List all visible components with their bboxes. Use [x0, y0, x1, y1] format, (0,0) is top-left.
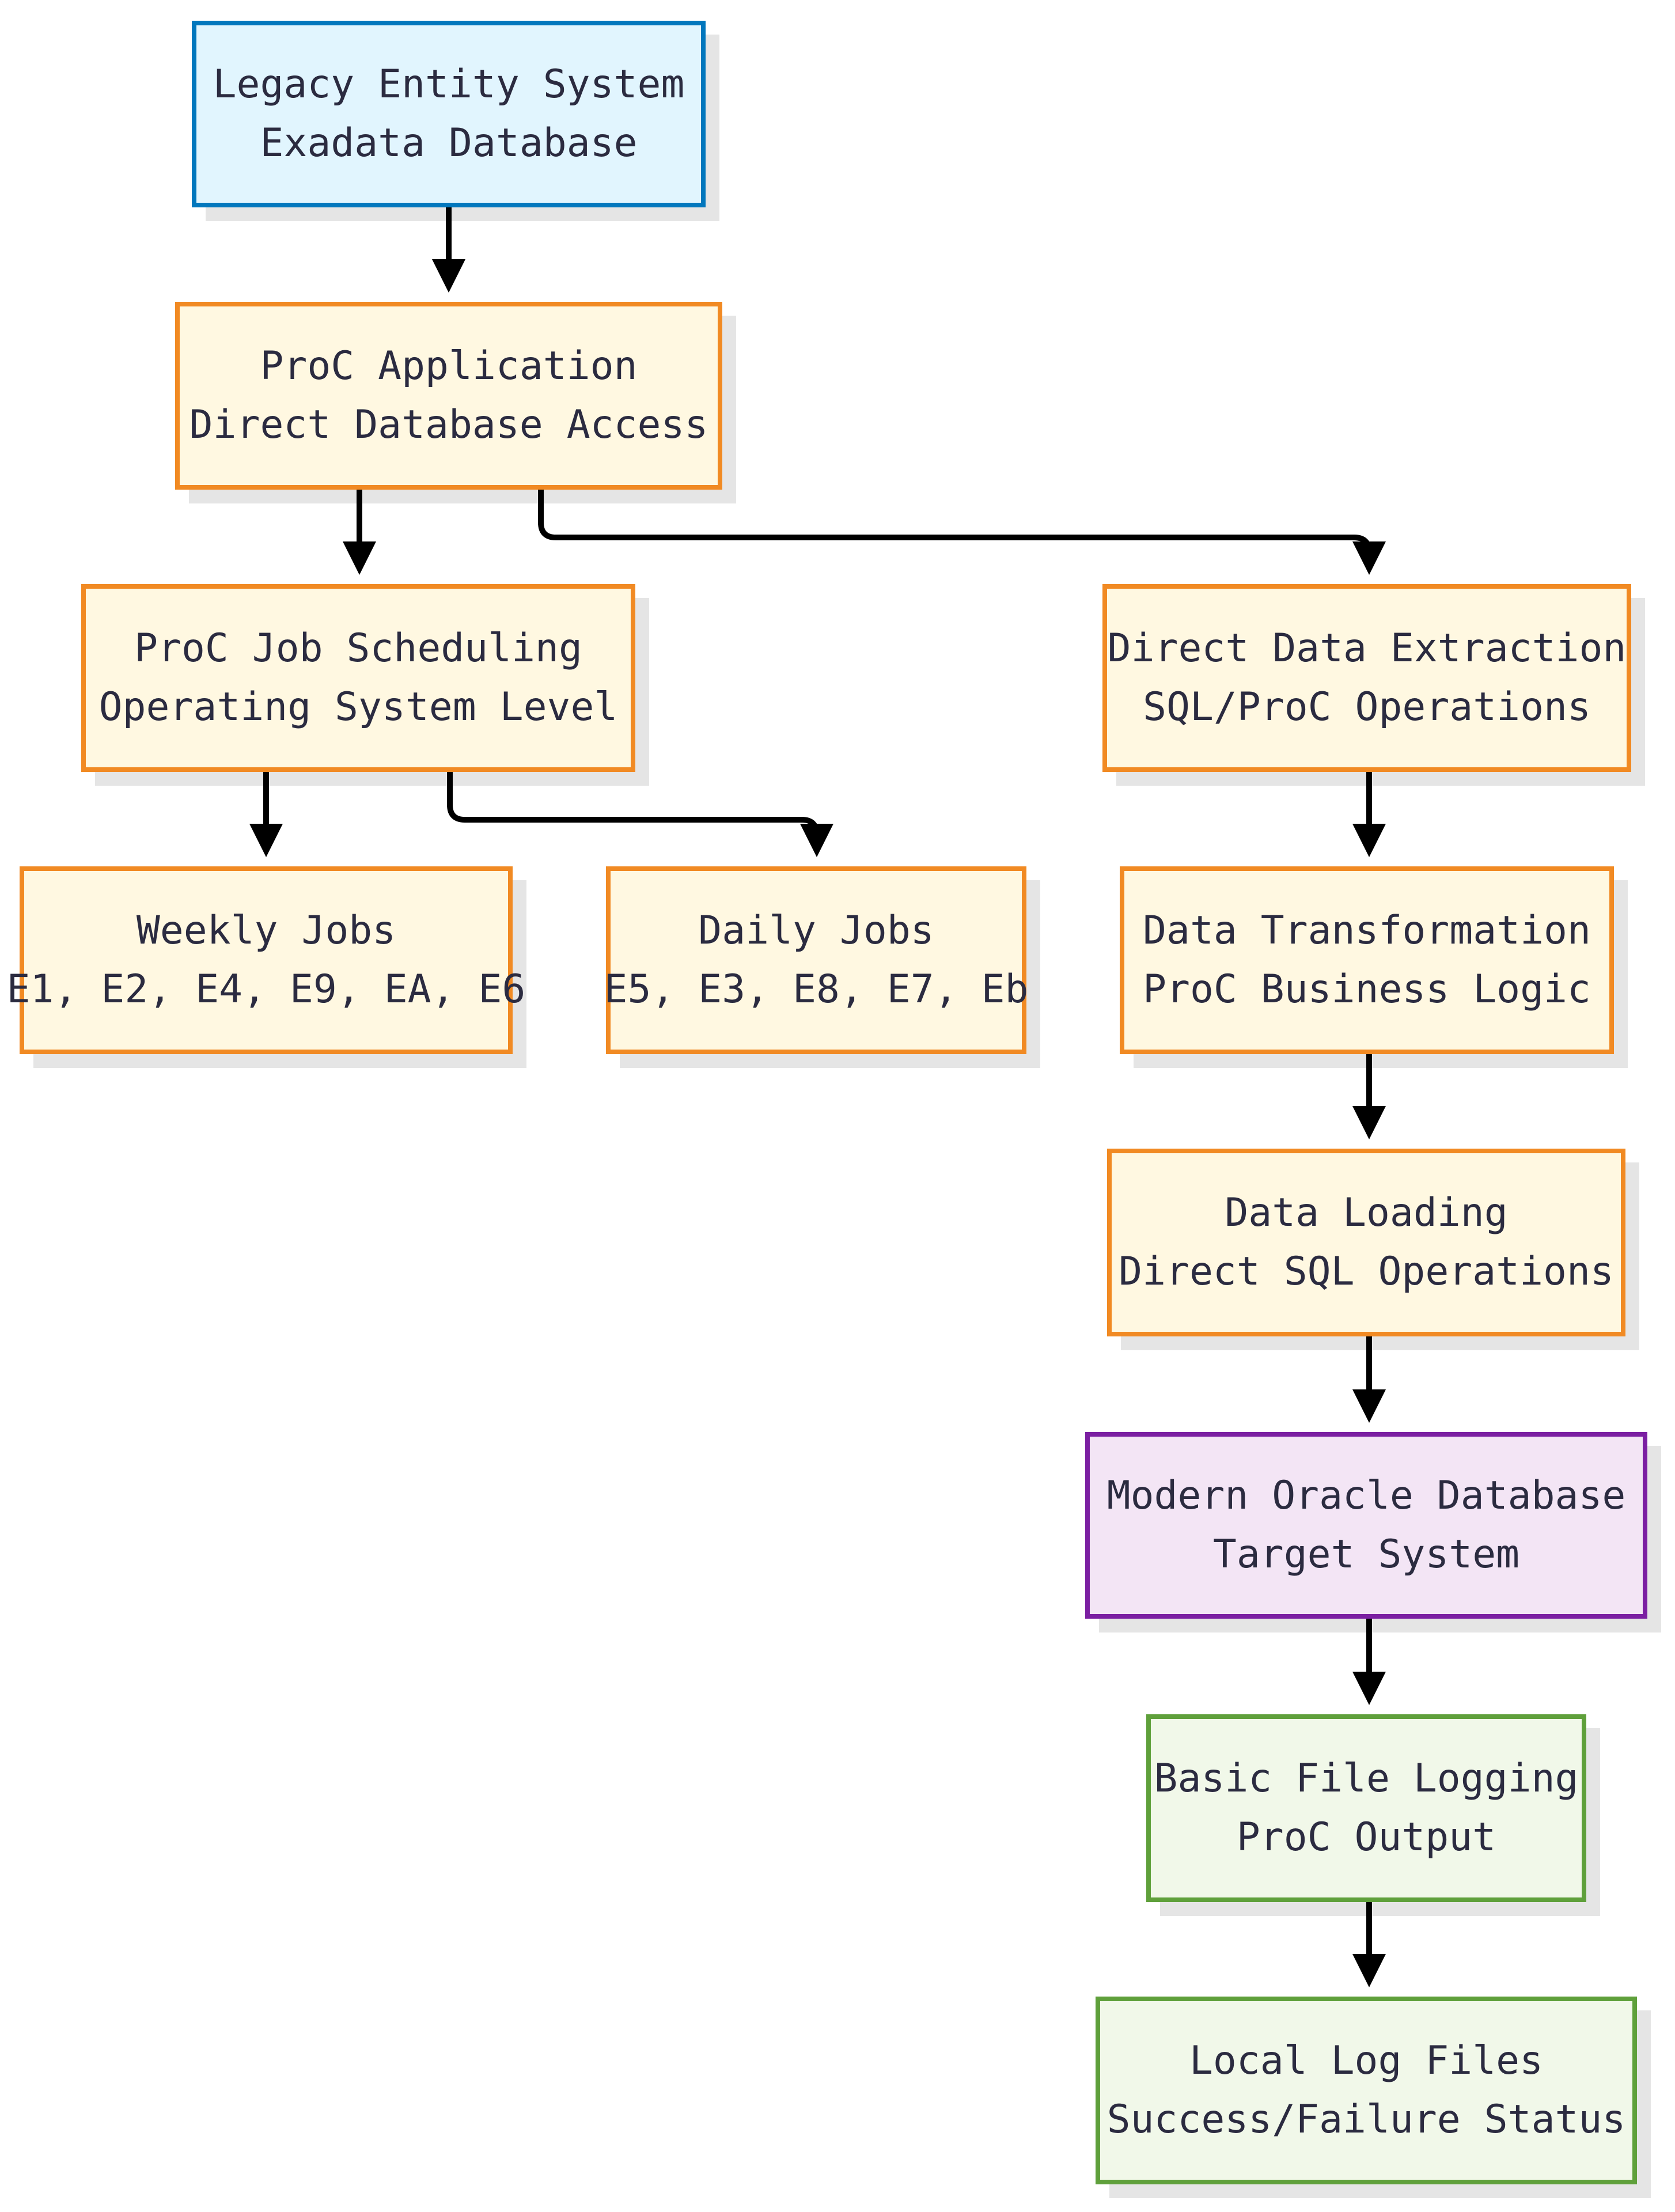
node-label-line1: Direct Data Extraction	[1107, 626, 1627, 671]
node-proc-application: ProC Application Direct Database Access	[175, 302, 722, 490]
node-label-line1: Legacy Entity System	[213, 62, 685, 107]
edge-proc-application-to-data-extraction	[538, 489, 1386, 575]
node-direct-data-extraction: Direct Data Extraction SQL/ProC Operatio…	[1102, 584, 1631, 772]
edge-loading-to-oracle	[1352, 1336, 1386, 1423]
node-label-line1: Data Loading	[1225, 1190, 1508, 1236]
edge-job-scheduling-to-weekly-jobs	[249, 771, 283, 857]
node-label-line2: ProC Business Logic	[1143, 967, 1591, 1012]
edge-data-extraction-to-transformation	[1352, 771, 1386, 857]
edge-proc-application-to-job-scheduling	[343, 489, 376, 575]
node-data-transformation: Data Transformation ProC Business Logic	[1120, 866, 1614, 1054]
node-basic-file-logging: Basic File Logging ProC Output	[1146, 1714, 1586, 1902]
node-label-line2: ProC Output	[1236, 1815, 1496, 1860]
node-label-line2: E1, E2, E4, E9, EA, E6	[6, 967, 526, 1012]
node-daily-jobs: Daily Jobs E5, E3, E8, E7, Eb	[604, 866, 1029, 1054]
node-label-line1: Local Log Files	[1189, 2038, 1544, 2084]
node-label-line1: ProC Job Scheduling	[134, 626, 582, 671]
node-label-line2: SQL/ProC Operations	[1143, 684, 1591, 730]
node-label-line1: Basic File Logging	[1154, 1756, 1579, 1801]
node-label-line1: Data Transformation	[1143, 908, 1591, 953]
node-label-line1: Weekly Jobs	[136, 908, 396, 953]
node-label-line1: Daily Jobs	[698, 908, 934, 953]
node-label-line1: ProC Application	[260, 343, 638, 389]
node-label-line1: Modern Oracle Database	[1106, 1473, 1626, 1518]
node-label-line2: Success/Failure Status	[1106, 2097, 1626, 2142]
node-proc-job-scheduling: ProC Job Scheduling Operating System Lev…	[81, 584, 635, 772]
node-label-line2: Target System	[1212, 1532, 1520, 1577]
node-legacy-entity-system: Legacy Entity System Exadata Database	[192, 21, 706, 207]
edge-legacy-to-proc-application	[432, 206, 465, 293]
edge-job-scheduling-to-daily-jobs	[447, 771, 833, 857]
edge-transformation-to-loading	[1352, 1054, 1386, 1139]
node-label-line2: Direct SQL Operations	[1119, 1249, 1614, 1294]
node-weekly-jobs: Weekly Jobs E1, E2, E4, E9, EA, E6	[7, 866, 525, 1054]
edge-oracle-to-file-logging	[1352, 1619, 1386, 1705]
node-modern-oracle-database: Modern Oracle Database Target System	[1085, 1432, 1647, 1619]
edge-file-logging-to-log-files	[1352, 1902, 1386, 1987]
node-label-line2: Operating System Level	[98, 684, 618, 730]
node-local-log-files: Local Log Files Success/Failure Status	[1096, 1997, 1637, 2184]
node-label-line2: Direct Database Access	[189, 402, 708, 448]
node-label-line2: Exadata Database	[260, 120, 638, 166]
node-label-line2: E5, E3, E8, E7, Eb	[604, 967, 1029, 1012]
node-data-loading: Data Loading Direct SQL Operations	[1107, 1149, 1625, 1336]
